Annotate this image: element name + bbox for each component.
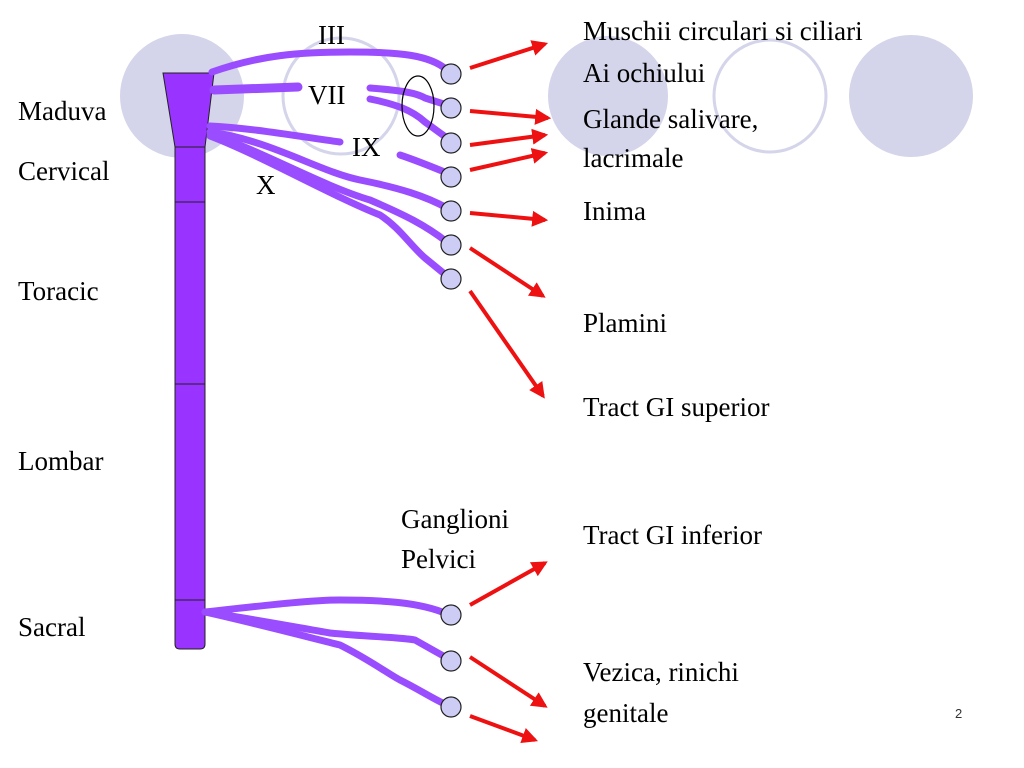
spinal-cord [162, 72, 215, 650]
ganglion-pelvic-3 [440, 696, 462, 718]
nerve-III-fibre [208, 48, 451, 76]
postganglionic-arrows [468, 40, 552, 744]
ganglia [440, 63, 462, 718]
ganglion-ciliary [440, 63, 462, 85]
nerve-IX-fibre-stem [206, 122, 344, 146]
target-eye-line2: Ai ochiului [583, 58, 706, 88]
ganglion-pulmonary [440, 234, 462, 256]
label-medulla: Maduva [18, 96, 107, 126]
nerve-X-fibre-3 [206, 132, 451, 280]
pelvic-fibre-3 [201, 608, 451, 709]
preganglionic-fibres [201, 48, 451, 709]
decor-circle-outline-2 [712, 38, 828, 154]
label-thoracic: Toracic [18, 276, 99, 306]
label-nerve-VII: VII [308, 80, 346, 110]
ganglion-pelvic-1 [440, 604, 462, 626]
vii-grouping-ellipse [401, 75, 435, 137]
decorative-circles [120, 34, 973, 158]
pelvic-fibre-1 [201, 596, 451, 618]
target-lungs: Plamini [583, 308, 668, 338]
target-eye-line1: Muschii circulari si ciliari [583, 16, 863, 46]
label-nerve-IX: IX [352, 132, 381, 162]
target-glands-line2: lacrimale [583, 143, 684, 173]
decor-circle-filled-3 [849, 35, 973, 157]
target-bladder-line1: Vezica, rinichi [583, 657, 739, 687]
target-heart: Inima [583, 196, 646, 226]
target-lower-gi: Tract GI inferior [583, 520, 762, 550]
decor-circle-filled-2 [548, 36, 668, 156]
label-pelvic-ganglia-line2: Pelvici [401, 544, 476, 574]
decor-circle-outline-1 [281, 36, 401, 156]
nerve-VII-fibre-2 [366, 95, 451, 142]
arrow-to-glands-1 [469, 108, 552, 125]
label-nerve-III: III [318, 20, 345, 50]
target-bladder-line2: genitale [583, 698, 669, 728]
arrow-to-genitals [469, 714, 539, 744]
label-pelvic-ganglia-line1: Ganglioni [401, 504, 509, 534]
arrow-to-bladder [468, 655, 548, 708]
target-glands-line1: Glande salivare, [583, 104, 759, 134]
nerve-X-fibre-1 [206, 128, 451, 212]
arrow-to-glands-3 [469, 148, 549, 172]
label-nerve-X: X [256, 170, 276, 200]
nerve-X-fibre-2 [206, 130, 451, 246]
cord-sacral-segment [174, 599, 206, 650]
nerve-IX-fibre [396, 151, 451, 177]
arrow-to-glands-2 [469, 128, 549, 147]
nerve-VII-fibre-1 [366, 84, 451, 109]
ganglion-upper-gi [440, 268, 462, 290]
ganglion-pelvic-2 [440, 650, 462, 672]
arrow-to-upper-gi [468, 289, 545, 399]
arrow-to-eye [469, 40, 549, 70]
cord-cervical-segment [174, 146, 206, 203]
label-lumbar: Lombar [18, 446, 104, 476]
target-upper-gi: Tract GI superior [583, 392, 770, 422]
label-cervical: Cervical [18, 156, 110, 186]
arrow-to-heart [469, 210, 549, 227]
ganglion-cardiac [440, 200, 462, 222]
arrow-to-lungs [468, 246, 546, 298]
slide-number: 2 [955, 706, 963, 721]
nerve-VII-fibre-stem [209, 82, 303, 95]
ganglion-pterygopalatine [440, 97, 462, 119]
cord-lumbar-segment [174, 383, 206, 601]
label-sacral: Sacral [18, 612, 86, 642]
ganglion-otic [440, 166, 462, 188]
ganglion-submandibular [440, 132, 462, 154]
cord-thoracic-segment [174, 201, 206, 385]
arrow-to-lower-gi [469, 561, 548, 607]
